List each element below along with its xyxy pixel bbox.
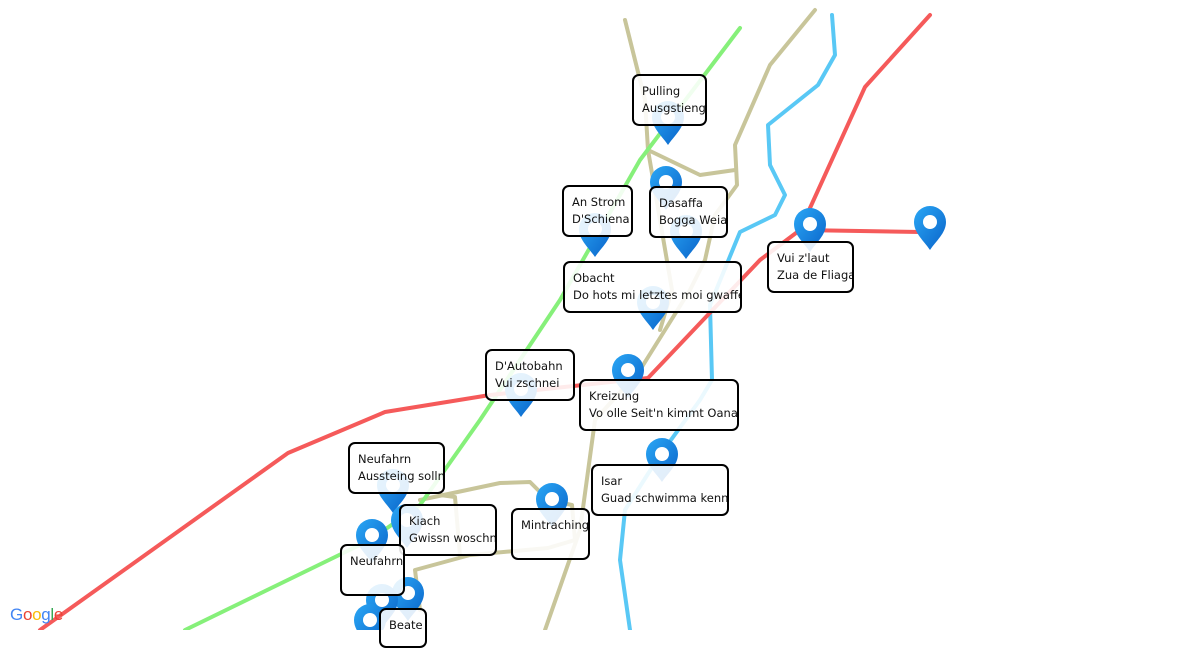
marker-title: Isar [601, 474, 623, 488]
marker-text: Aussteing solln [358, 469, 445, 483]
marker-text: Zua de Fliaga [777, 268, 854, 282]
marker-text: Bogga Weia [659, 213, 728, 227]
marker-text: Gwissn woschn [409, 531, 497, 545]
marker-text: Ausgstieng [642, 101, 706, 115]
marker-label[interactable]: Mintraching [511, 508, 590, 560]
marker-text: Vo olle Seit'n kimmt Oana [589, 406, 738, 420]
route-tan-line [543, 8, 817, 630]
marker-title: Kiach [409, 514, 441, 528]
marker-text: Guad schwimma kenna [601, 491, 729, 505]
marker-label[interactable]: Beate [379, 608, 427, 648]
marker-text: D'Schiena [572, 212, 630, 226]
marker-label[interactable]: Neufahrn [340, 544, 405, 596]
marker-title: D'Autobahn [495, 359, 563, 373]
marker-text: Vui zschnei [495, 376, 560, 390]
marker-title: Kreizung [589, 389, 640, 403]
map-pin-icon[interactable] [914, 206, 946, 250]
marker-title: Beate [389, 618, 423, 632]
marker-title: An Strom [572, 195, 626, 209]
marker-title: Pulling [642, 84, 681, 98]
marker-text: Do hots mi letztes moi gwaffet [573, 288, 742, 302]
marker-title: Obacht [573, 271, 615, 285]
marker-title: Neufahrn [358, 452, 412, 466]
route-red-line [38, 13, 932, 630]
marker-title: Vui z'laut [777, 251, 830, 265]
map-canvas[interactable] [0, 0, 1200, 630]
marker-title: Dasaffa [659, 196, 703, 210]
marker-title: Mintraching [521, 518, 590, 532]
marker-label[interactable]: Obacht Do hots mi letztes moi gwaffet [563, 261, 742, 313]
marker-title: Neufahrn [350, 554, 404, 568]
google-logo[interactable]: Google [10, 605, 64, 624]
marker-label[interactable]: Kreizung Vo olle Seit'n kimmt Oana [579, 379, 739, 431]
